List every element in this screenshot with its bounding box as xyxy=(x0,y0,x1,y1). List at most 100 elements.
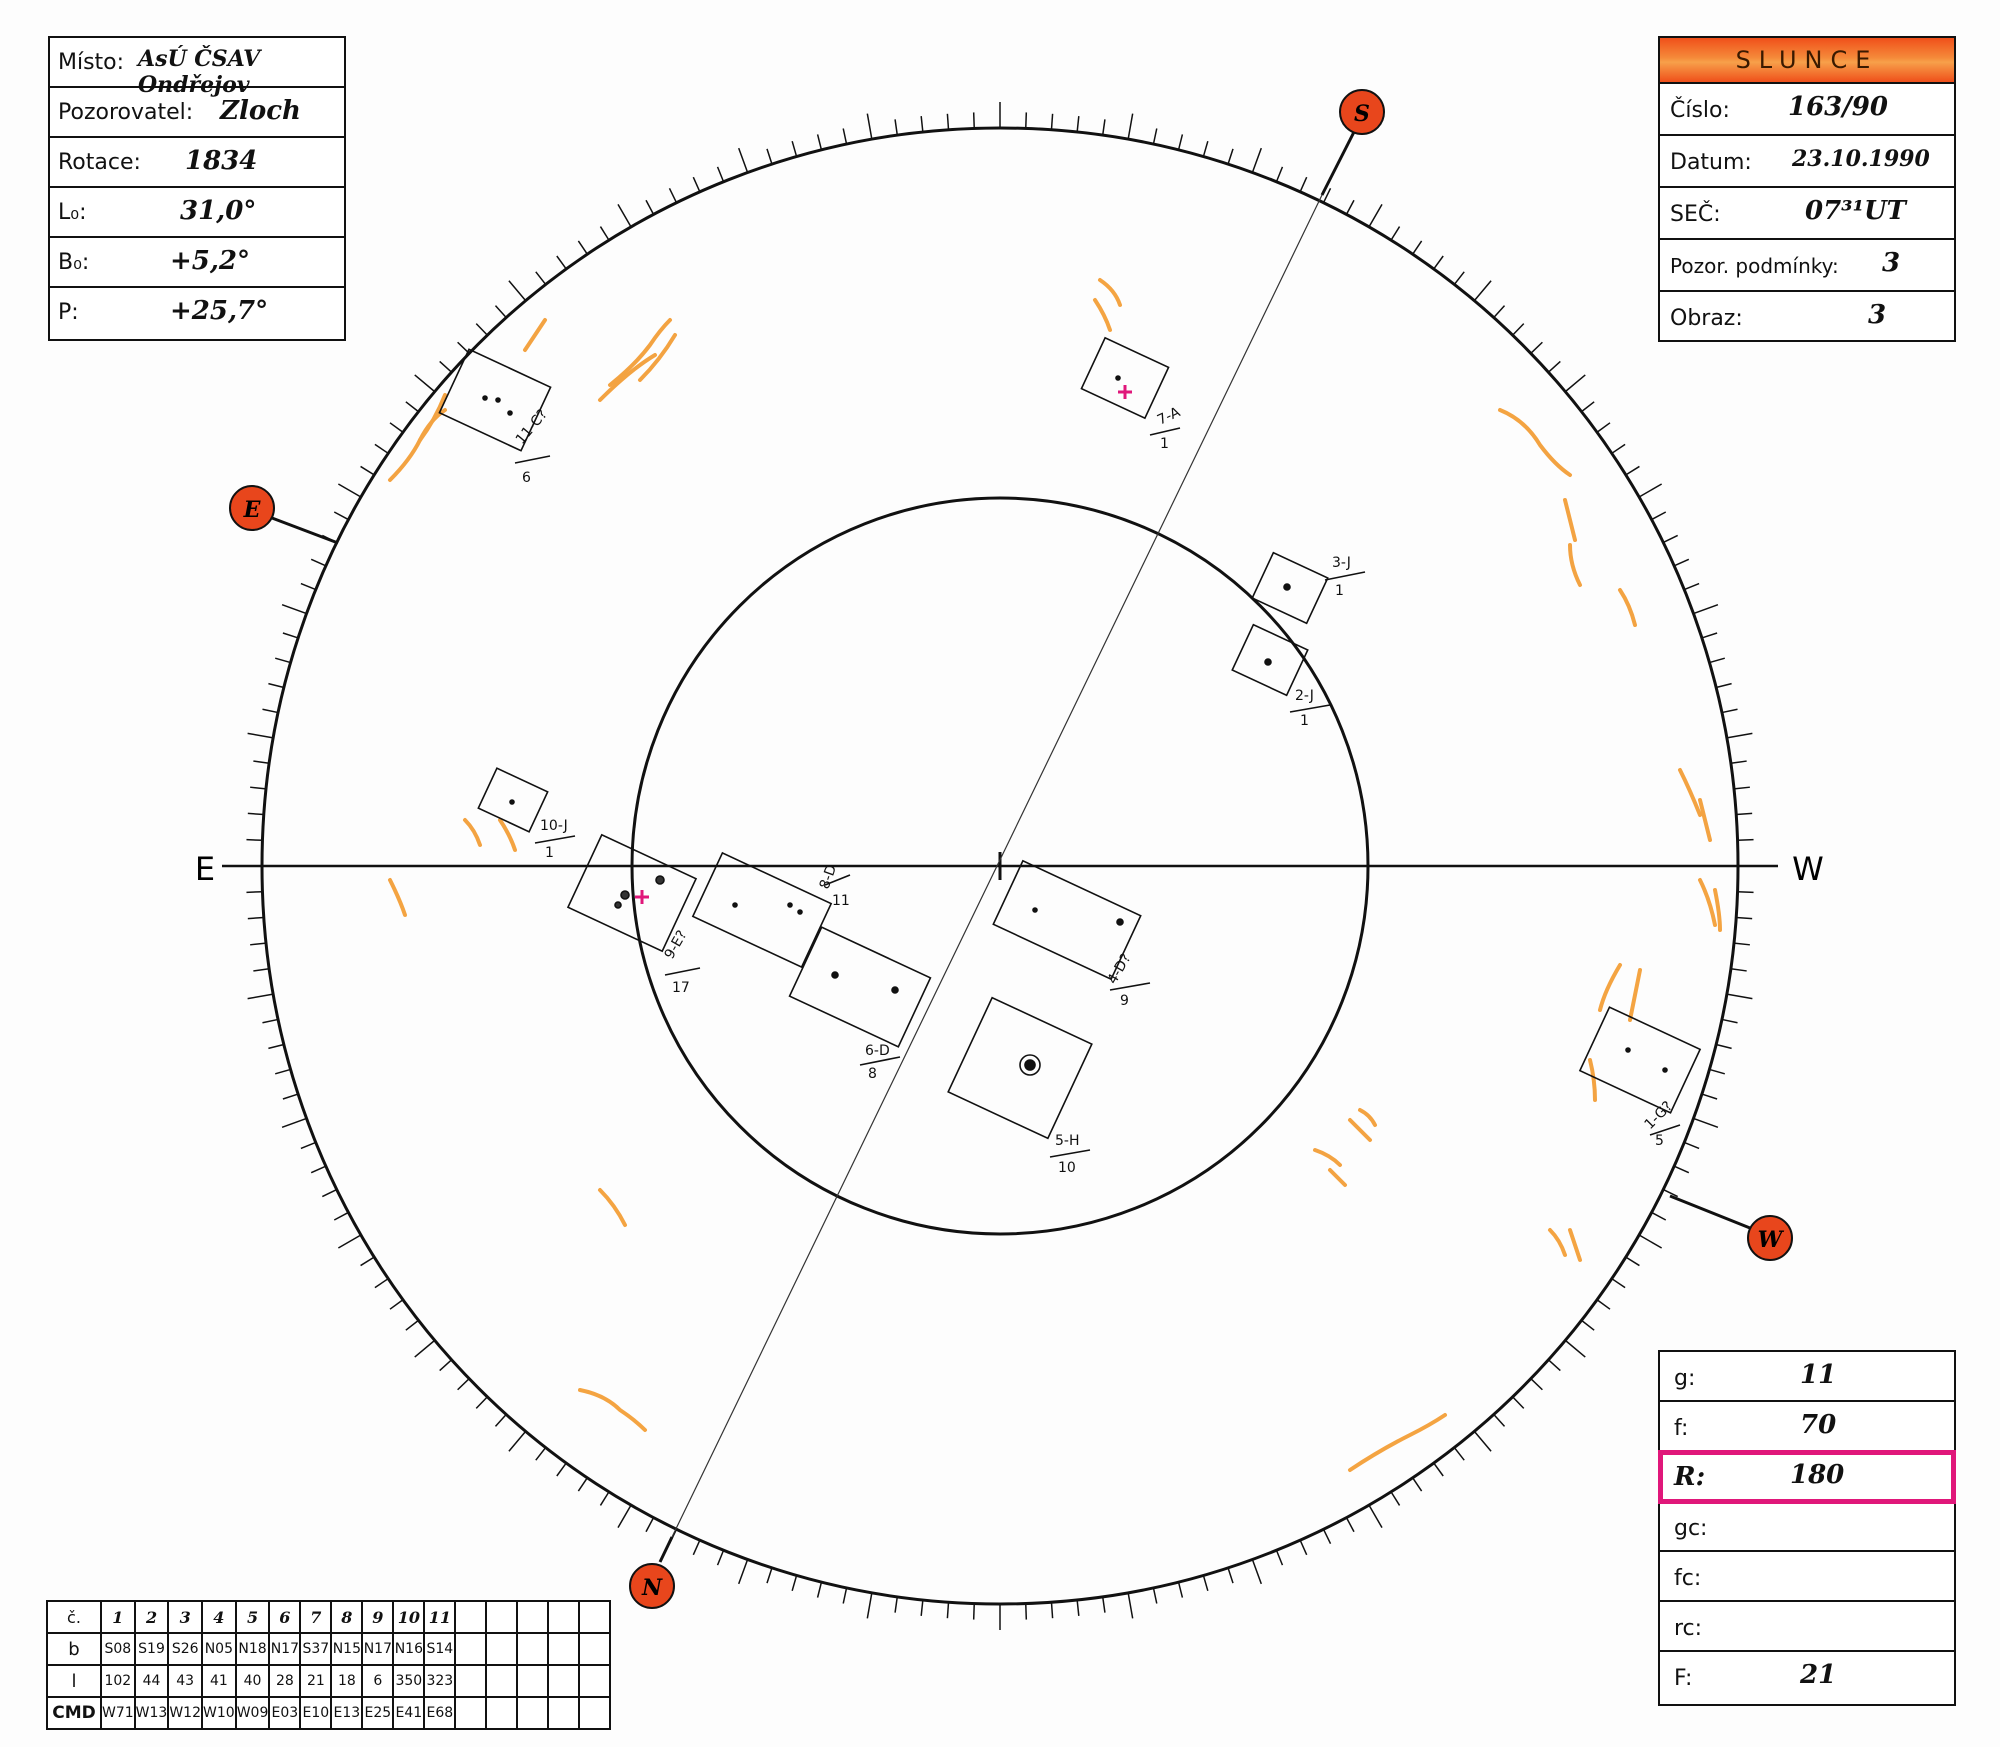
limb-tick xyxy=(262,708,279,714)
limb-tick xyxy=(300,582,317,591)
sec-label: SEČ: xyxy=(1670,202,1721,227)
limb-tick xyxy=(1368,203,1383,228)
limb-tick xyxy=(1733,942,1750,946)
group-4-d: 4-D? 9 xyxy=(992,859,1151,1009)
table-cell: 102 xyxy=(100,1664,136,1698)
limb-tick xyxy=(1127,1592,1134,1619)
datum-row: Datum: 23.10.1990 xyxy=(1660,136,1954,188)
table-cell: 5 xyxy=(234,1600,271,1634)
table-cell: E03 xyxy=(268,1696,302,1730)
rotace-label: Rotace: xyxy=(58,150,141,175)
limb-tick xyxy=(1733,786,1750,790)
limb-tick xyxy=(1433,255,1444,270)
table-cell xyxy=(516,1632,550,1666)
marker-n-label: N xyxy=(641,1575,663,1601)
limb-tick xyxy=(268,1043,285,1050)
limb-tick xyxy=(1730,760,1747,765)
limb-tick xyxy=(1322,187,1332,204)
limb-tick xyxy=(1512,1396,1525,1409)
limb-tick xyxy=(1177,1581,1184,1598)
table-cell: 28 xyxy=(268,1664,302,1698)
limb-tick xyxy=(1251,1559,1263,1585)
spot-count-6-d: 8 xyxy=(868,1066,877,1082)
limb-tick xyxy=(282,1093,299,1100)
limb-tick xyxy=(946,113,950,130)
table-cell: E13 xyxy=(330,1696,364,1730)
limb-tick xyxy=(946,1602,950,1619)
g-row: g: 11 xyxy=(1660,1352,1954,1402)
table-cell xyxy=(485,1664,519,1698)
cislo-value: 163/90 xyxy=(1788,92,1888,122)
table-cell: 1 xyxy=(100,1600,136,1634)
limb-tick xyxy=(1453,1447,1465,1461)
marker-s: S xyxy=(1320,89,1385,196)
limb-tick xyxy=(737,1559,749,1585)
limb-tick xyxy=(1673,558,1690,567)
table-cell: S14 xyxy=(423,1632,457,1666)
limb-tick xyxy=(414,374,436,393)
spot-label-8-d: 8-D xyxy=(817,863,841,892)
limb-tick xyxy=(1547,1359,1561,1372)
limb-tick xyxy=(1625,1256,1640,1267)
table-cell xyxy=(454,1632,488,1666)
limb-tick xyxy=(1693,603,1719,615)
table-cell: 41 xyxy=(201,1664,237,1698)
limb-tick xyxy=(1076,116,1080,133)
p-label: P: xyxy=(58,300,79,325)
F-label: F: xyxy=(1674,1666,1693,1691)
limb-tick xyxy=(1322,1528,1332,1545)
table-cell xyxy=(516,1664,550,1698)
g-label: g: xyxy=(1674,1366,1696,1391)
limb-tick xyxy=(439,1359,453,1372)
limb-tick xyxy=(1726,732,1753,739)
limb-tick xyxy=(1737,891,1754,894)
limb-tick xyxy=(1050,113,1054,130)
l0-row: L₀: 31,0° xyxy=(50,188,344,238)
fc-label: fc: xyxy=(1674,1566,1702,1591)
sunspot-count-box: g: 11 f: 70 R: 180 gc: fc: rc: F: 21 xyxy=(1658,1350,1956,1706)
limb-tick xyxy=(1530,1378,1543,1391)
limb-tick xyxy=(737,147,749,173)
spot-count-2-j: 1 xyxy=(1300,713,1309,729)
limb-tick xyxy=(333,1211,349,1221)
sec-row: SEČ: 07³¹UT xyxy=(1660,188,1954,240)
obraz-row: Obraz: 3 xyxy=(1660,292,1954,344)
l0-value: 31,0° xyxy=(180,196,257,226)
marker-w: W xyxy=(1669,1194,1793,1261)
table-cell: E68 xyxy=(423,1696,457,1730)
spot-label-9-e: 9-E? xyxy=(662,928,691,962)
spot-count-11-c: 6 xyxy=(522,470,531,486)
limb-tick xyxy=(253,967,270,972)
pozorovatel-row: Pozorovatel: Zloch xyxy=(50,88,344,138)
table-cell xyxy=(547,1696,581,1730)
limb-tick xyxy=(972,1603,975,1620)
limb-tick xyxy=(1638,483,1663,498)
spot-count-7-a: 1 xyxy=(1160,436,1169,452)
limb-tick xyxy=(599,226,610,241)
limb-tick xyxy=(1693,1117,1719,1129)
limb-tick xyxy=(866,113,873,140)
spot-label-4-d: 4-D? xyxy=(1105,951,1135,987)
obraz-label: Obraz: xyxy=(1670,306,1743,331)
limb-tick xyxy=(1345,1517,1355,1533)
table-cell: 43 xyxy=(167,1664,204,1698)
header-l: l xyxy=(46,1664,102,1698)
table-cell: 44 xyxy=(133,1664,170,1698)
limb-tick xyxy=(1299,176,1308,193)
table-cell: 4 xyxy=(201,1600,237,1634)
marker-e: E xyxy=(229,485,339,545)
datum-label: Datum: xyxy=(1670,150,1752,175)
pozor-podminky-value: 3 xyxy=(1882,248,1901,278)
limb-tick xyxy=(508,280,527,302)
limb-tick xyxy=(247,993,274,1000)
limb-tick xyxy=(1345,199,1355,215)
limb-tick xyxy=(645,1517,655,1533)
table-cell: S26 xyxy=(167,1632,204,1666)
limb-tick xyxy=(1726,993,1753,1000)
limb-tick xyxy=(1721,708,1738,714)
misto-row: Místo: AsÚ ČSAV Ondřejov xyxy=(50,38,344,98)
limb-tick xyxy=(337,1234,362,1249)
spot-label-2-j: 2-J xyxy=(1295,688,1314,704)
limb-tick xyxy=(766,148,773,165)
